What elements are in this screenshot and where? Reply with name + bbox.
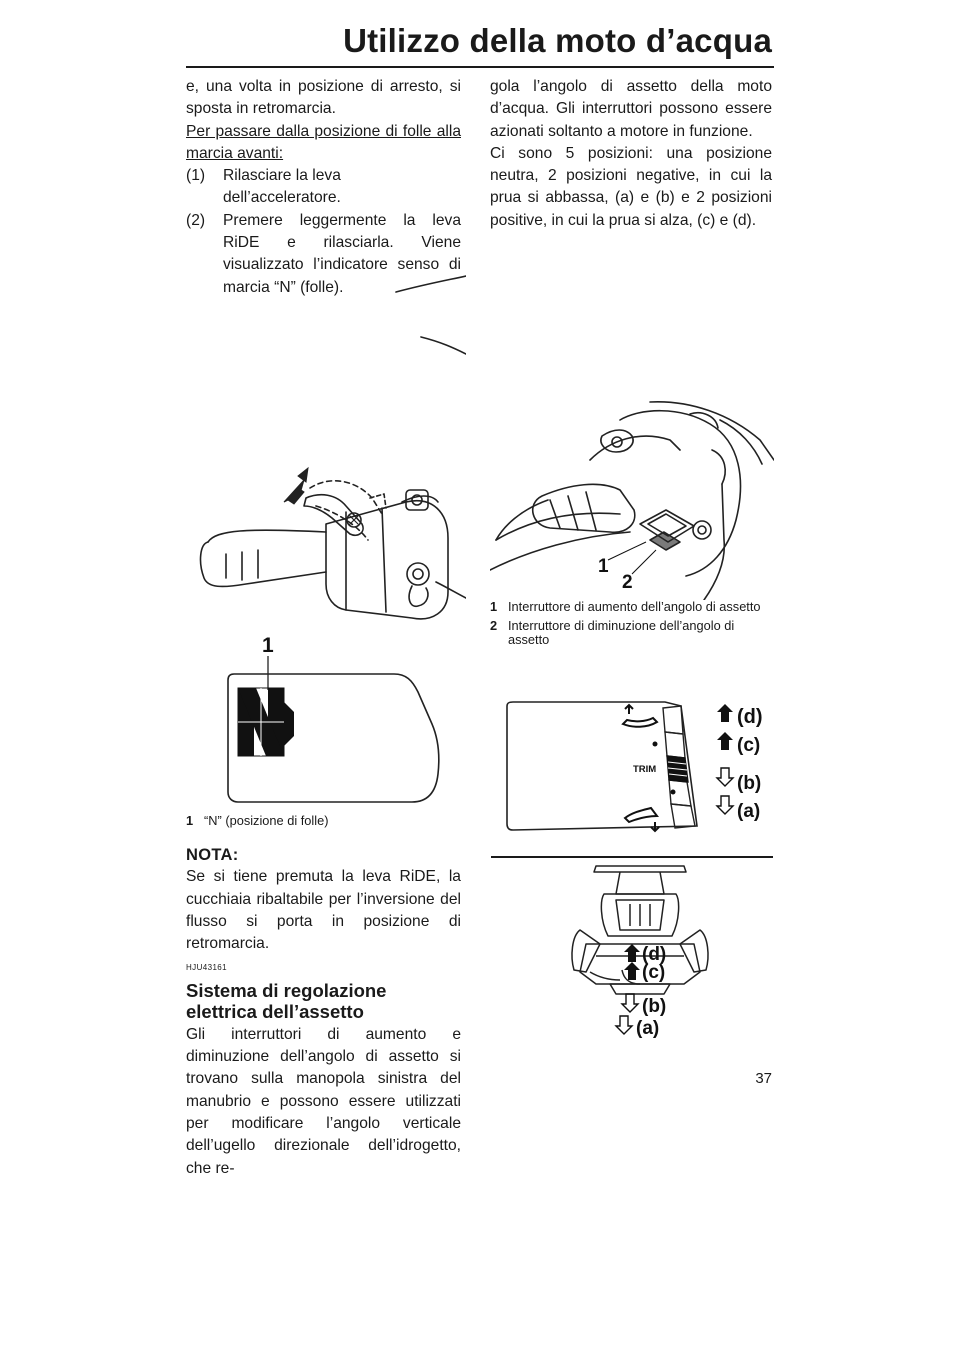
step-2: (2) Premere leggermente la leva RiDE e ri… bbox=[186, 210, 461, 299]
left-underlined-heading: Per passare dalla posizione di folle all… bbox=[186, 122, 461, 162]
craft-label-d: (d) bbox=[642, 944, 666, 965]
craft-label-b: (b) bbox=[642, 996, 666, 1017]
trim-switch-illustration: 1 2 bbox=[489, 401, 775, 601]
n-indicator-icon bbox=[237, 687, 294, 757]
right-paragraph-1: gola l’angolo di assetto della moto d’ac… bbox=[490, 78, 772, 140]
figure-callout-2-trim: 2 bbox=[622, 572, 633, 593]
trim-label-c: (c) bbox=[737, 735, 760, 756]
figure-ride-lever: 1 bbox=[186, 262, 467, 832]
step-2-text: Premere leggermente la leva RiDE e rilas… bbox=[223, 211, 461, 296]
step-1: (1) Rilasciare la leva dell’acceleratore. bbox=[186, 165, 461, 210]
step-2-num: (2) bbox=[186, 211, 206, 229]
page-header-title: Utilizzo della moto d’acqua bbox=[343, 22, 772, 59]
right-paragraph-2: Ci sono 5 posizioni: una posizione neutr… bbox=[490, 144, 772, 229]
trim-label-a: (a) bbox=[737, 801, 760, 822]
trim-up-boat-icon bbox=[621, 703, 659, 728]
figure-trim-meter: TRIM (d) (c) (b) (a) bbox=[505, 694, 775, 836]
watercraft-illustration: (d) (c) (b) (a) bbox=[571, 865, 709, 1039]
trim-arrow-icons bbox=[715, 704, 735, 815]
figure-trim-switches: 1 2 bbox=[489, 400, 775, 601]
header-rule bbox=[186, 66, 774, 68]
figure-callout-1: 1 bbox=[262, 634, 274, 657]
left-column-top: e, una volta in posizione di arresto, si… bbox=[186, 76, 461, 299]
trim-label-b: (b) bbox=[737, 773, 761, 794]
trim-label: TRIM bbox=[633, 764, 656, 775]
caption-n-folle: 1“N” (posizione di folle) bbox=[186, 813, 329, 828]
nota-text: Se si tiene premuta la leva RiDE, la cuc… bbox=[186, 868, 461, 953]
page-number: 37 bbox=[755, 1070, 772, 1087]
section-text: Gli interruttori di aumento e diminuzion… bbox=[186, 1025, 461, 1177]
nota-title: NOTA: bbox=[186, 846, 239, 864]
trim-label-d: (d) bbox=[737, 706, 763, 728]
craft-label-a: (a) bbox=[636, 1018, 659, 1039]
section-title: Sistema di regolazione elettrica dell’as… bbox=[186, 979, 387, 1022]
section-code: HJU43161 bbox=[186, 963, 228, 973]
step-1-text: Rilasciare la leva dell’acceleratore. bbox=[223, 167, 341, 207]
ride-lever-illustration: 1 bbox=[199, 275, 467, 803]
left-column-bottom: NOTA: Se si tiene premuta la leva RiDE, … bbox=[186, 844, 461, 1180]
step-1-num: (1) bbox=[186, 167, 206, 185]
figure-separator bbox=[491, 856, 773, 858]
trim-down-boat-icon bbox=[623, 806, 660, 833]
figure-callout-1-trim: 1 bbox=[598, 556, 609, 577]
watercraft-arrow-icons bbox=[614, 944, 640, 1035]
trim-meter-illustration: TRIM (d) (c) (b) (a) bbox=[506, 701, 763, 833]
right-column-top: gola l’angolo di assetto della moto d’ac… bbox=[490, 76, 772, 232]
craft-label-c: (c) bbox=[642, 962, 665, 983]
figure-watercraft-trim: (d) (c) (b) (a) bbox=[560, 860, 720, 1040]
left-paragraph-1: e, una volta in posizione di arresto, si… bbox=[186, 78, 461, 118]
figure-ride-caption: 1“N” (posizione di folle) bbox=[186, 813, 461, 833]
